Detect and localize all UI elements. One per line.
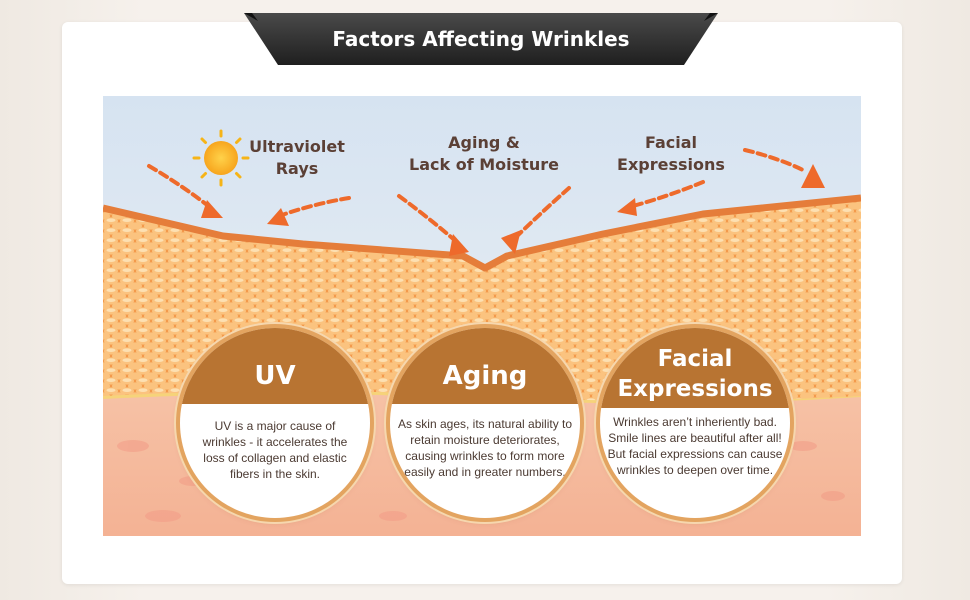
- circle-cap: [180, 328, 370, 404]
- dashed-arrow-icon: [743, 148, 805, 172]
- info-circle-aging: Aging As skin ages, its natural ability …: [390, 328, 580, 518]
- circle-heading: Facial Expressions: [617, 346, 773, 402]
- title-banner: Factors Affecting Wrinkles: [244, 13, 718, 65]
- page-title: Factors Affecting Wrinkles: [332, 27, 630, 51]
- label-aging: Aging & Lack of Moisture: [409, 133, 559, 174]
- circle-cap: [600, 328, 790, 408]
- circle-cap: [390, 328, 580, 404]
- dashed-arrow-icon: [277, 196, 351, 218]
- skin-diagram: Ultraviolet Rays Aging & Lack of Moistur…: [103, 96, 861, 536]
- skin-surface: [103, 194, 861, 272]
- circle-heading: Aging: [442, 361, 528, 391]
- circle-body-text: As skin ages, its natural ability to ret…: [397, 417, 573, 479]
- circle-heading: UV: [254, 361, 296, 391]
- circle-body-text: Wrinkles aren’t inheriently bad. Smile l…: [607, 415, 783, 477]
- dashed-arrow-icon: [631, 180, 705, 208]
- label-facial: Facial Expressions: [617, 133, 725, 174]
- circle-body-text: UV is a major cause of wrinkles - it acc…: [202, 419, 348, 481]
- info-circle-uv: UV UV is a major cause of wrinkles - it …: [180, 328, 370, 518]
- label-uv: Ultraviolet Rays: [249, 137, 345, 178]
- sun-icon: [192, 129, 250, 187]
- info-circle-facial: Facial Expressions Wrinkles aren’t inher…: [600, 328, 790, 518]
